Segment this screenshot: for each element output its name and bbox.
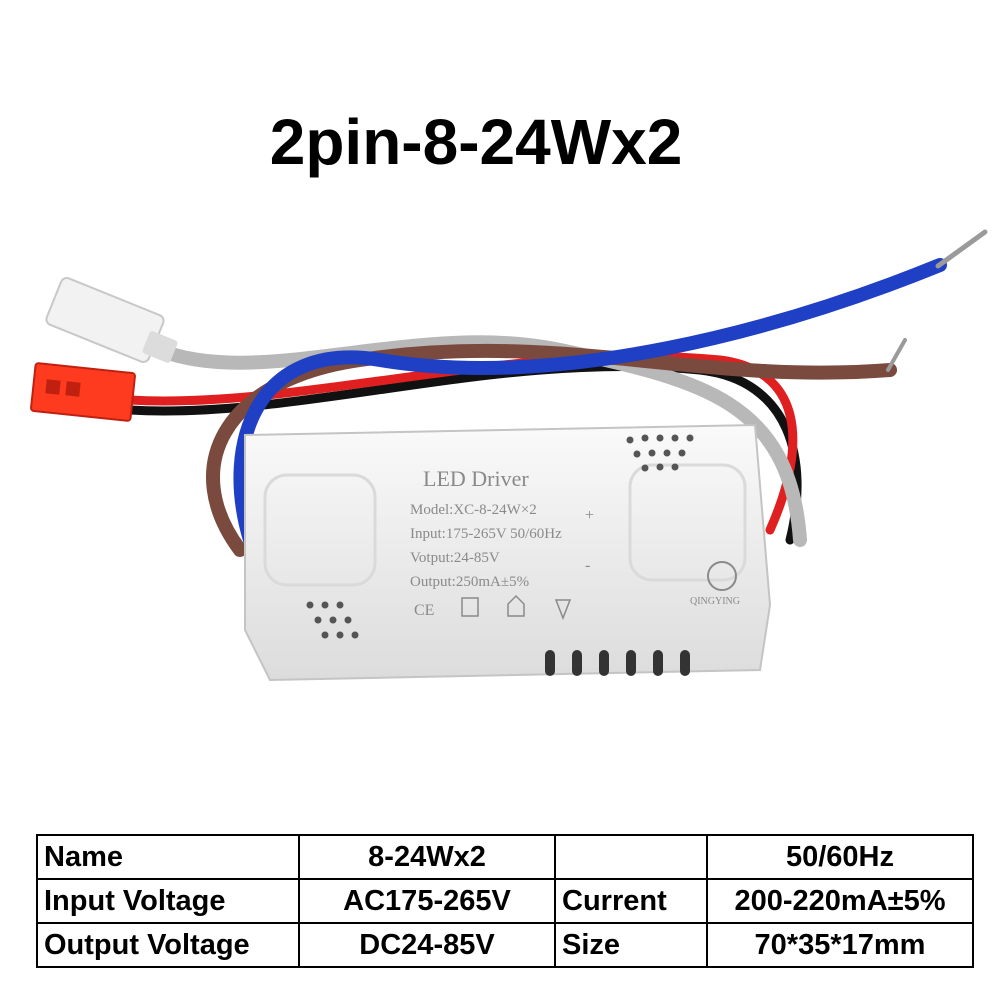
table-row: Name 8-24Wx2 50/60Hz [36,834,974,880]
spec-value: 8-24Wx2 [298,834,556,880]
double-insulation-icon [461,597,479,617]
spec-key: Current [554,878,708,924]
vent-slots-bottom [545,650,690,676]
label-model: Model:XC-8-24W×2 [410,502,537,518]
brown-wire-tip [886,338,907,372]
spec-key: Output Voltage [36,922,300,968]
brand-logo-icon [707,561,737,591]
table-row: Output Voltage DC24-85V Size 70*35*17mm [36,922,974,968]
ce-mark: CE [414,602,434,619]
minus-terminal-mark: - [585,557,590,574]
plus-terminal-mark: + [585,507,594,524]
spec-value: AC175-265V [298,878,556,924]
vent-holes-bottom-left [306,601,359,639]
spec-table: Name 8-24Wx2 50/60Hz Input Voltage AC175… [36,834,974,968]
driver-housing: LED Driver Model:XC-8-24W×2 Input:175-26… [244,423,772,682]
spec-key [554,834,708,880]
brand-name: QINGYING [690,596,740,607]
spec-value: 200-220mA±5% [706,878,974,924]
furniture-mount-icon [554,599,572,621]
label-votput: Votput:24-85V [410,550,500,566]
label-input: Input:175-265V 50/60Hz [410,526,562,542]
indoor-use-icon [507,594,525,617]
product-title: 2pin-8-24Wx2 [269,106,683,178]
spec-key: Input Voltage [36,878,300,924]
label-heading: LED Driver [423,466,529,491]
label-output: Output:250mA±5% [410,574,529,590]
spec-key: Size [554,922,708,968]
white-connector [45,277,178,363]
spec-value: 50/60Hz [706,834,974,880]
spec-value: 70*35*17mm [706,922,974,968]
table-row: Input Voltage AC175-265V Current 200-220… [36,878,974,924]
brown-wire [206,343,897,557]
spec-value: DC24-85V [298,922,556,968]
led-driver-product-photo: LED Driver Model:XC-8-24W×2 Input:175-26… [30,229,988,682]
blue-wire-tip [935,229,988,269]
vent-holes-top-right [626,434,694,472]
spec-key: Name [36,834,300,880]
red-connector [30,362,136,422]
